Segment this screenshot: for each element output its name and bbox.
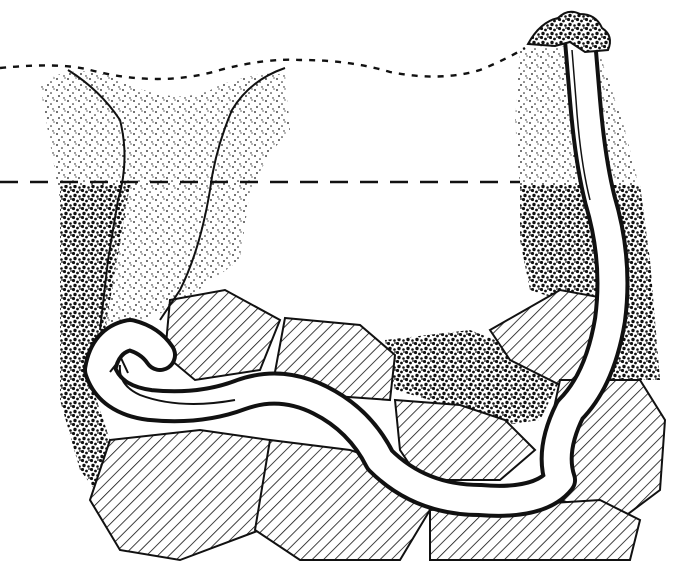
hatched-rock-6 [255, 440, 430, 560]
hatched-rock-1 [165, 290, 280, 380]
